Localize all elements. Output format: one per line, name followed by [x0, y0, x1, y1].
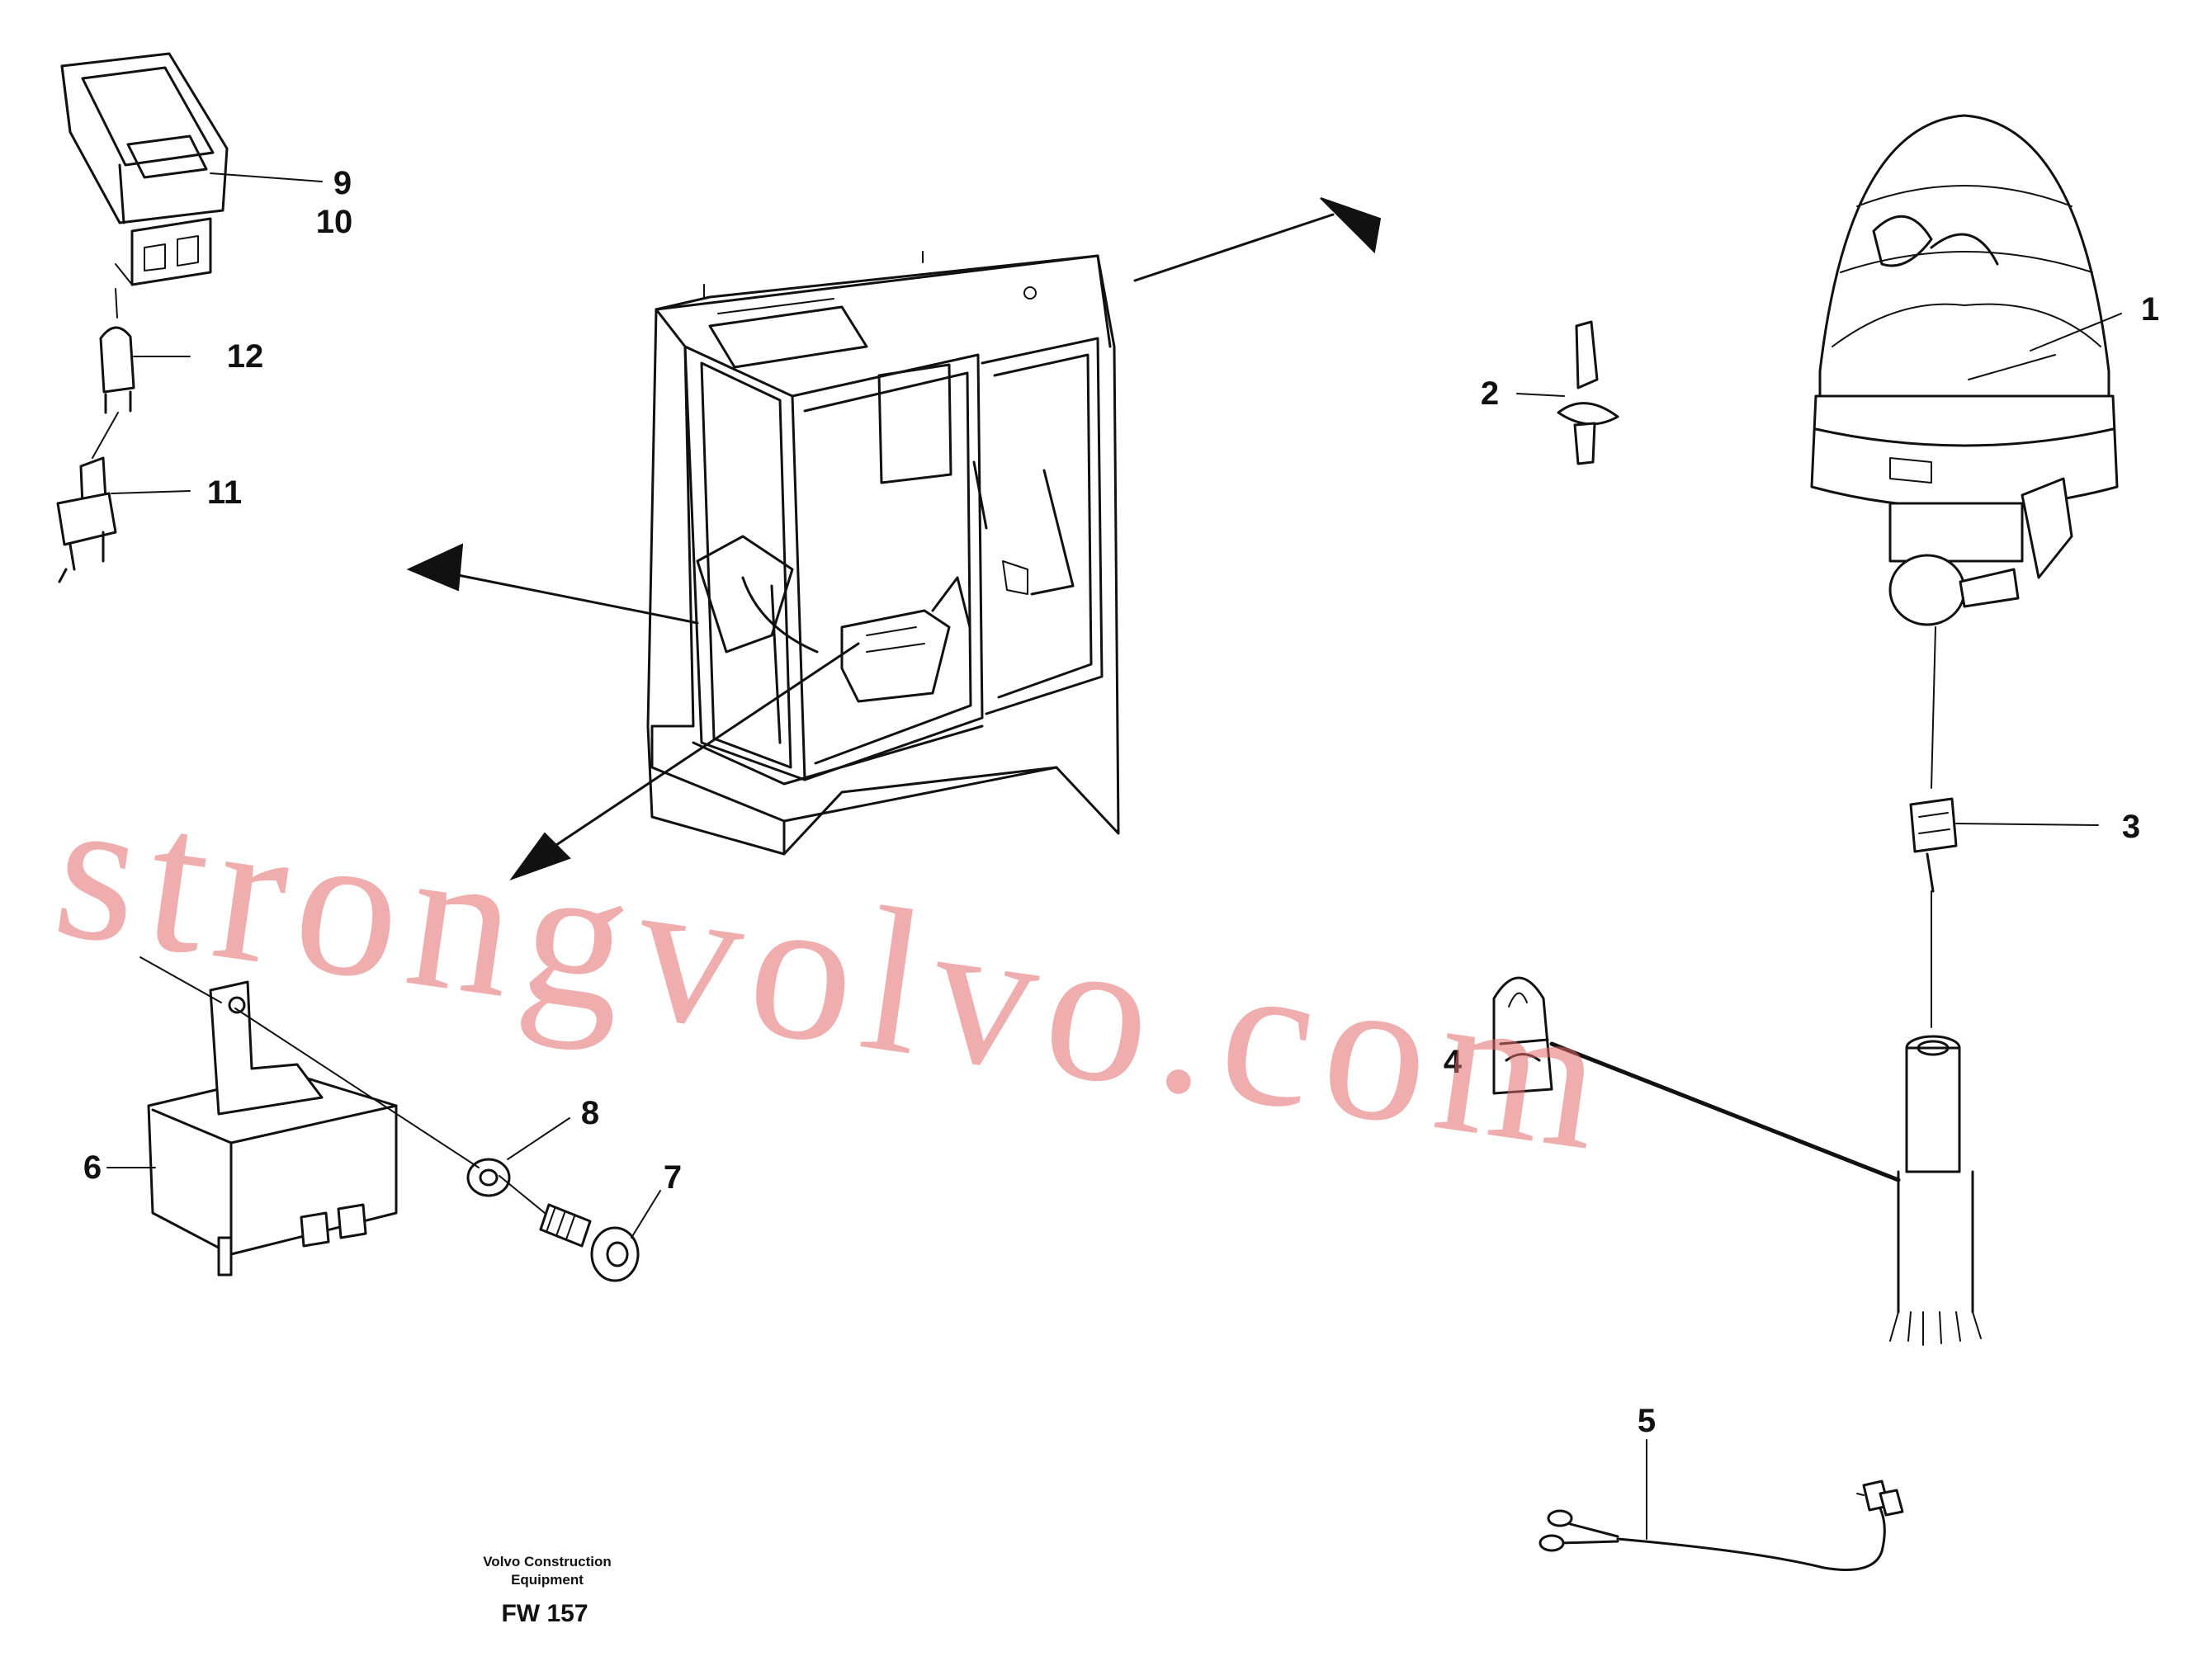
callout-4: 4: [1444, 1044, 1463, 1080]
rocker-switch-illustration: [60, 52, 229, 286]
pointer-arrows: [406, 197, 1382, 881]
wiring-harness-illustration: [1538, 1480, 1904, 1571]
bulb-4-line: [1549, 1041, 1901, 1182]
bulb-4-illustration: [1492, 976, 1553, 1095]
footer-company: Volvo Construction: [483, 1554, 612, 1569]
footer-division: Equipment: [511, 1572, 584, 1588]
callout-6: 6: [83, 1149, 102, 1186]
callout-11: 11: [207, 474, 242, 511]
callout-8: 8: [581, 1095, 599, 1131]
callout-7: 7: [664, 1159, 682, 1196]
callout-labels: 1 2 3 4 5 6 7 8 9 10 11 12: [83, 165, 2159, 1439]
footer-figure-code: FW 157: [501, 1600, 588, 1627]
footer: Volvo Construction Equipment FW 157: [483, 1554, 612, 1627]
callout-1: 1: [2141, 291, 2159, 328]
bulb-2-illustration: [1557, 320, 1619, 465]
cab-illustration: [646, 251, 1120, 856]
relay-illustration: [147, 980, 398, 1277]
callout-5: 5: [1638, 1403, 1656, 1439]
callout-12: 12: [227, 338, 264, 375]
rotating-beacon-illustration: [1810, 114, 2119, 626]
leader-lines: [92, 172, 2122, 1540]
bulb-12-illustration: [99, 326, 135, 414]
callout-3: 3: [2122, 809, 2140, 845]
callout-2: 2: [1481, 375, 1499, 412]
callout-10: 10: [316, 204, 353, 240]
beacon-cable-illustration: [1909, 626, 1958, 1028]
lamp-holder-11-illustration: [56, 456, 117, 583]
washer-8-illustration: [466, 1158, 511, 1197]
screw-7-illustration: [539, 1203, 640, 1282]
mounting-pole-illustration: [1889, 1035, 1982, 1346]
callout-9: 9: [333, 165, 352, 201]
